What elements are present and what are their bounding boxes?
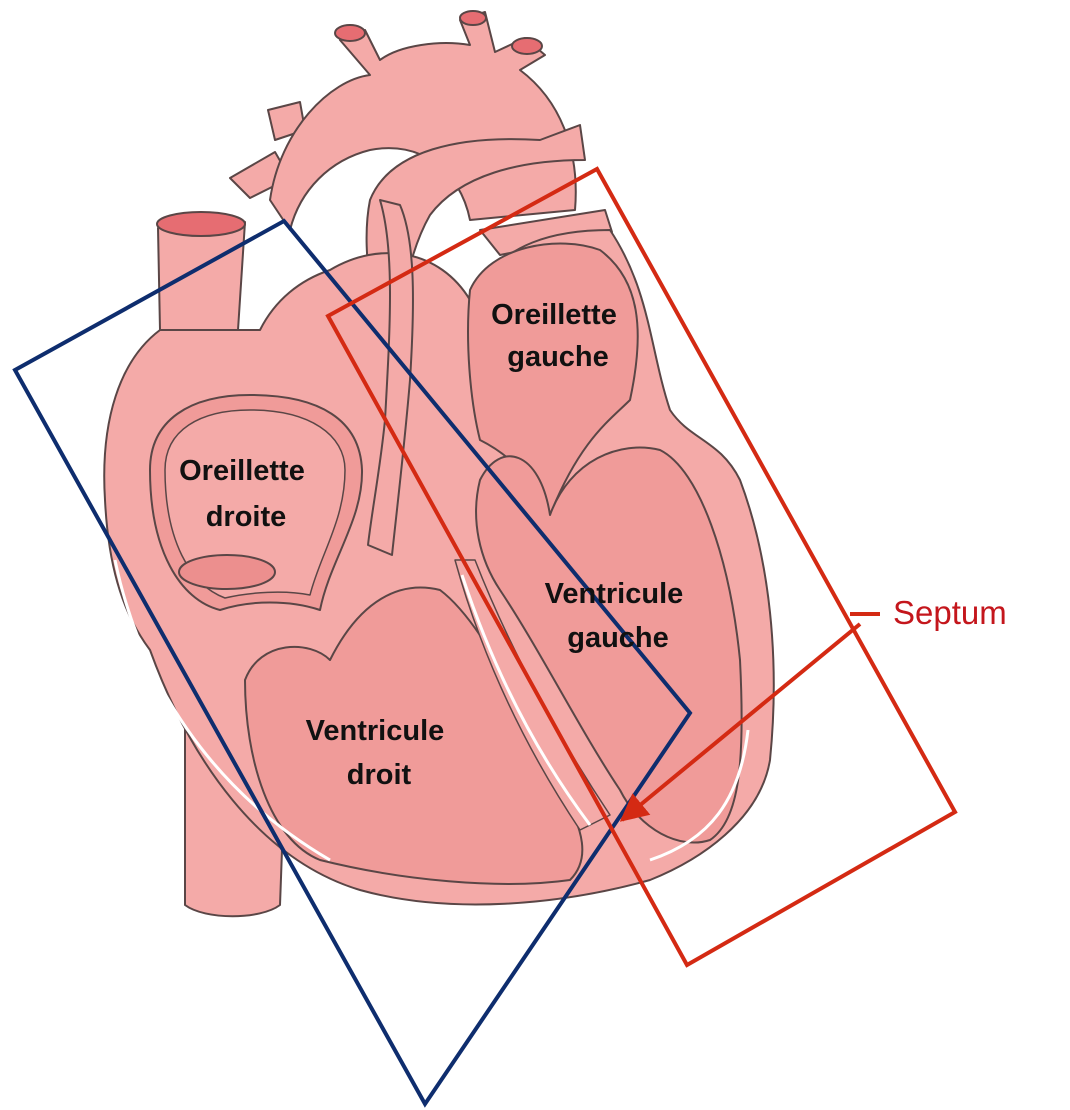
aorta-branch-opening-1 — [335, 25, 365, 41]
left-ventricle-label-line-2: gauche — [567, 622, 669, 654]
left-atrium-label-line-1: Oreillette — [491, 299, 617, 331]
superior-vena-cava — [158, 222, 245, 330]
septum-label: Septum — [893, 594, 1007, 631]
right-ventricle-label-line-1: Ventricule — [306, 715, 445, 747]
vena-cava-opening — [157, 212, 245, 236]
right-atrium-label-line-2: droite — [206, 501, 287, 533]
right-atrium-label-line-1: Oreillette — [179, 455, 305, 487]
aorta-branch-opening-2 — [460, 11, 486, 25]
right-ventricle-label-line-2: droit — [347, 759, 412, 791]
left-atrium-label-line-2: gauche — [507, 341, 609, 373]
aorta-branch-opening-3 — [512, 38, 542, 54]
coronary-sinus-opening — [179, 555, 275, 589]
left-ventricle-label-line-1: Ventricule — [545, 578, 684, 610]
